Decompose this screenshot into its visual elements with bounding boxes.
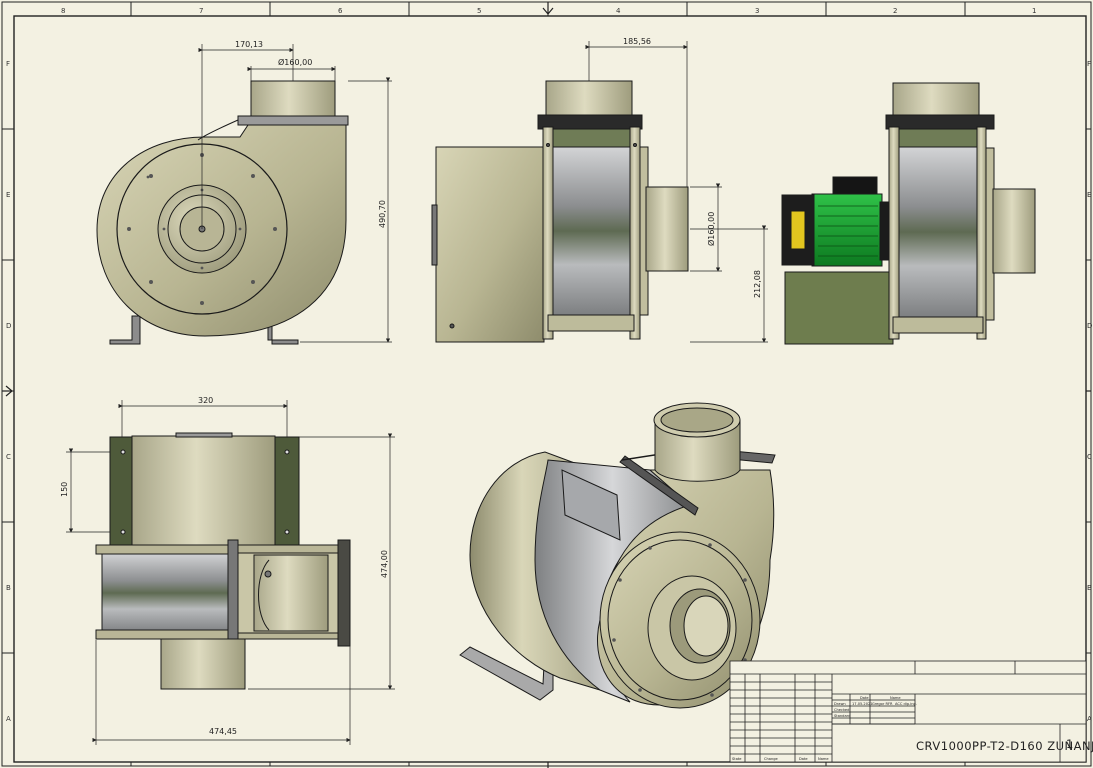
motor-base — [784, 271, 894, 345]
tb-row-checked: Checked — [834, 708, 849, 712]
tb-col-change: Change — [764, 757, 779, 761]
tb-col-state: State — [732, 757, 742, 761]
zone-label: C — [6, 453, 11, 461]
dim-front-diameter: Ø160,00 — [278, 57, 312, 67]
top-housing-band — [101, 552, 237, 634]
tb-row-drawn: Drawn — [834, 702, 846, 706]
sheet-number: 1 — [1066, 737, 1074, 751]
drawing-title: CRV1000PP-T2-D160 ZUNANJA — [916, 739, 1093, 753]
dim-front-height: 490,70 — [378, 200, 387, 228]
tb-drawn-extra: ACC dip.ing. — [895, 702, 917, 706]
title-block — [729, 660, 1087, 763]
dim-top-overall: 474,45 — [209, 727, 237, 736]
rear-outlet-duct — [892, 82, 980, 118]
side-view-dimensions — [585, 41, 768, 343]
side-view — [431, 80, 689, 343]
zone-label: D — [6, 322, 11, 330]
top-view-dimensions — [66, 400, 395, 745]
motor-body — [811, 193, 883, 267]
zone-label: 8 — [61, 7, 65, 15]
zone-label: C — [1087, 453, 1092, 461]
dim-front-width: 170,13 — [235, 40, 263, 49]
zone-label: E — [6, 191, 10, 199]
zone-label: B — [6, 584, 11, 592]
tb-col-date: Date — [799, 757, 808, 761]
tb-drawn-date: 17.05.2021 — [852, 702, 873, 706]
front-outlet-flange — [237, 115, 349, 126]
rear-housing-body — [898, 146, 978, 318]
tb-date-header: Date — [860, 696, 869, 700]
zone-labels-right: F E D C B A — [1087, 60, 1092, 723]
zone-label: E — [1087, 191, 1091, 199]
tb-name-header: Name — [890, 696, 901, 700]
tb-row-standard: Standard — [834, 714, 850, 718]
zone-label: F — [6, 60, 10, 68]
side-outlet-flange — [537, 114, 643, 130]
zone-label: 7 — [199, 7, 203, 15]
title-block-text: Date Name Drawn Checked Standard 17.05.2… — [732, 696, 1093, 761]
side-motor-cover — [435, 146, 545, 343]
dim-top-depth: 150 — [60, 482, 69, 497]
dim-side-diameter: Ø160,00 — [706, 212, 716, 246]
zone-label: F — [1087, 60, 1091, 68]
top-outlet-cylinder — [131, 435, 276, 548]
tb-drawn-name: Gregor RFR — [872, 702, 893, 706]
zone-label: 2 — [893, 7, 897, 15]
motor-rating-label — [790, 210, 806, 250]
motor-view — [781, 82, 1036, 345]
tb-col-name: Name — [818, 757, 829, 761]
dim-side-offset: 185,56 — [623, 37, 651, 46]
front-foot-left — [109, 315, 141, 345]
zone-label: A — [1087, 715, 1092, 723]
front-outlet-duct — [250, 80, 336, 118]
top-view — [95, 432, 351, 690]
dim-top-width: 320 — [198, 396, 213, 405]
zone-label: D — [1087, 322, 1092, 330]
zone-label: A — [6, 715, 11, 723]
zone-label: 3 — [755, 7, 759, 15]
side-outlet-duct — [545, 80, 633, 118]
dim-side-height: 212,08 — [753, 270, 762, 298]
rear-inlet-duct — [992, 188, 1036, 274]
zone-label: 6 — [338, 7, 343, 15]
zone-labels-left: F E D C B A — [6, 60, 11, 723]
front-view — [96, 80, 349, 345]
dim-top-height: 474,00 — [380, 550, 389, 578]
motor-terminal-box — [832, 176, 878, 196]
front-view-dimensions — [198, 44, 392, 343]
isometric-view — [459, 402, 776, 709]
top-lower-duct — [160, 638, 246, 690]
zone-label: B — [1087, 584, 1092, 592]
zone-label: 4 — [616, 7, 621, 15]
front-bolts — [127, 153, 277, 305]
side-inlet-duct — [645, 186, 689, 272]
zone-labels-top: 8 7 6 5 4 3 2 1 — [61, 7, 1036, 15]
zone-label: 1 — [1032, 7, 1036, 15]
side-housing-body — [552, 146, 632, 316]
zone-label: 5 — [477, 7, 481, 15]
